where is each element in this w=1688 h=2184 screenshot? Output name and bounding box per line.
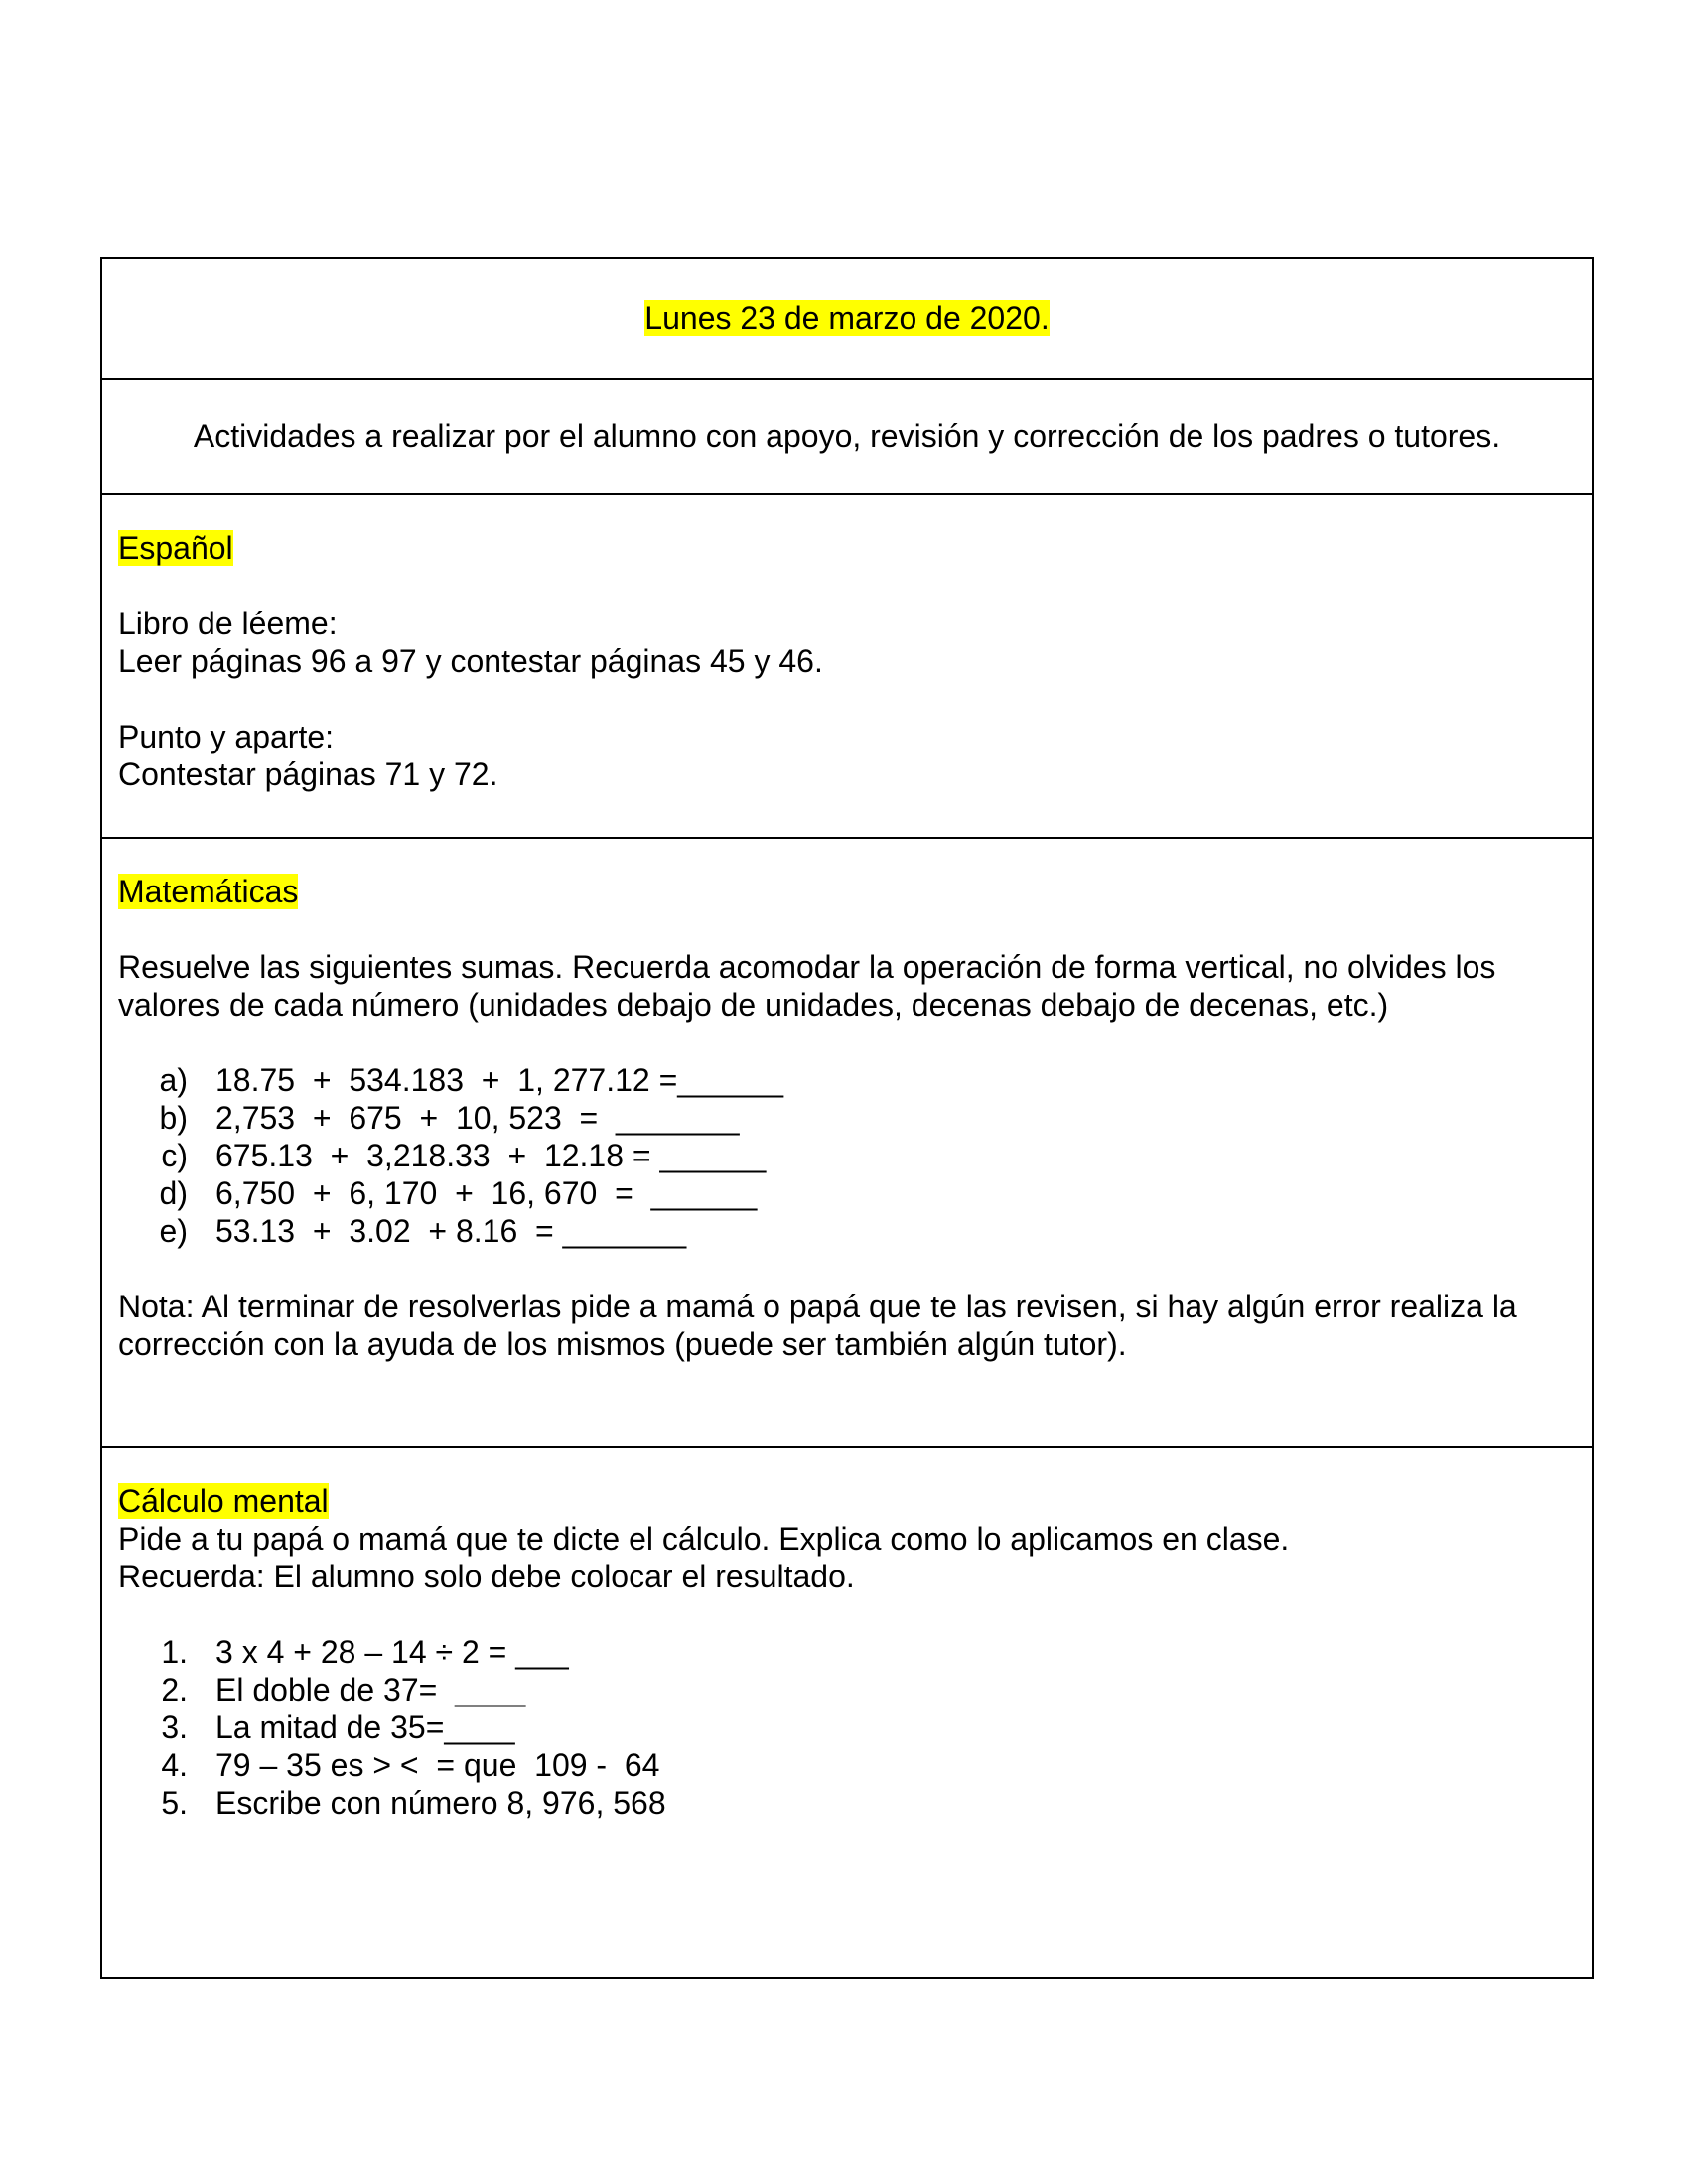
calculo-mental-section: Cálculo mental Pide a tu papá o mamá que… [102, 1448, 1592, 1979]
list-marker: a) [159, 1062, 188, 1098]
item-text: La mitad de 35=____ [215, 1709, 515, 1745]
math-note-line2: corrección con la ayuda de los mismos (p… [118, 1326, 1127, 1362]
list-marker: b) [159, 1100, 188, 1136]
book2-label: Punto y aparte: [118, 719, 335, 754]
item-text: El doble de 37= ____ [215, 1672, 526, 1707]
list-marker: 2. [161, 1672, 188, 1707]
list-marker: 4. [161, 1747, 188, 1783]
list-marker: 5. [161, 1785, 188, 1821]
book1-task: Leer páginas 96 a 97 y contestar páginas… [118, 643, 823, 679]
date-heading: Lunes 23 de marzo de 2020. [644, 300, 1050, 336]
calculo-items-list: 1. 3 x 4 + 28 – 14 ÷ 2 = ___ 2. El doble d… [118, 1633, 1576, 1822]
list-marker: c) [161, 1138, 188, 1173]
math-note-line1: Nota: Al terminar de resolverlas pide a … [118, 1289, 1517, 1324]
matematicas-section: Matemáticas Resuelve las siguientes suma… [102, 839, 1592, 1448]
math-problem-e: e) 53.13 + 3.02 + 8.16 = _______ [118, 1212, 1576, 1250]
math-problem-d: d) 6,750 + 6, 170 + 16, 670 = ______ [118, 1174, 1576, 1212]
calculo-item-1: 1. 3 x 4 + 28 – 14 ÷ 2 = ___ [118, 1633, 1576, 1671]
matematicas-title: Matemáticas [118, 874, 299, 909]
date-row: Lunes 23 de marzo de 2020. [102, 259, 1592, 380]
calculo-line2: Recuerda: El alumno solo debe colocar el… [118, 1559, 855, 1594]
calculo-item-5: 5. Escribe con número 8, 976, 568 [118, 1784, 1576, 1822]
list-marker: 3. [161, 1709, 188, 1745]
intro-row: Actividades a realizar por el alumno con… [102, 380, 1592, 495]
calculo-item-3: 3. La mitad de 35=____ [118, 1708, 1576, 1746]
math-instructions-line2: valores de cada número (unidades debajo … [118, 987, 1389, 1023]
math-problems-list: a) 18.75 + 534.183 + 1, 277.12 =______ b)… [118, 1061, 1576, 1250]
problem-text: 6,750 + 6, 170 + 16, 670 = ______ [215, 1175, 758, 1211]
list-marker: d) [159, 1175, 188, 1211]
math-problem-a: a) 18.75 + 534.183 + 1, 277.12 =______ [118, 1061, 1576, 1099]
math-instructions-line1: Resuelve las siguientes sumas. Recuerda … [118, 949, 1496, 985]
espanol-title: Español [118, 530, 233, 566]
math-problem-c: c) 675.13 + 3,218.33 + 12.18 = ______ [118, 1137, 1576, 1174]
calculo-item-4: 4. 79 – 35 es > < = que 109 - 64 [118, 1746, 1576, 1784]
calculo-line1: Pide a tu papá o mamá que te dicte el cá… [118, 1521, 1290, 1557]
item-text: 79 – 35 es > < = que 109 - 64 [215, 1747, 660, 1783]
worksheet-table: Lunes 23 de marzo de 2020. Actividades a… [100, 257, 1594, 1979]
item-text: Escribe con número 8, 976, 568 [215, 1785, 666, 1821]
problem-text: 18.75 + 534.183 + 1, 277.12 =______ [215, 1062, 784, 1098]
book1-label: Libro de léeme: [118, 606, 338, 641]
problem-text: 2,753 + 675 + 10, 523 = _______ [215, 1100, 740, 1136]
item-text: 3 x 4 + 28 – 14 ÷ 2 = ___ [215, 1634, 569, 1670]
problem-text: 53.13 + 3.02 + 8.16 = _______ [215, 1213, 687, 1249]
problem-text: 675.13 + 3,218.33 + 12.18 = ______ [215, 1138, 767, 1173]
list-marker: e) [159, 1213, 188, 1249]
list-marker: 1. [161, 1634, 188, 1670]
calculo-item-2: 2. El doble de 37= ____ [118, 1671, 1576, 1708]
espanol-section: Español Libro de léeme: Leer páginas 96 … [102, 495, 1592, 839]
math-problem-b: b) 2,753 + 675 + 10, 523 = _______ [118, 1099, 1576, 1137]
calculo-title: Cálculo mental [118, 1483, 329, 1519]
intro-text: Actividades a realizar por el alumno con… [193, 418, 1501, 454]
book2-task: Contestar páginas 71 y 72. [118, 756, 498, 792]
